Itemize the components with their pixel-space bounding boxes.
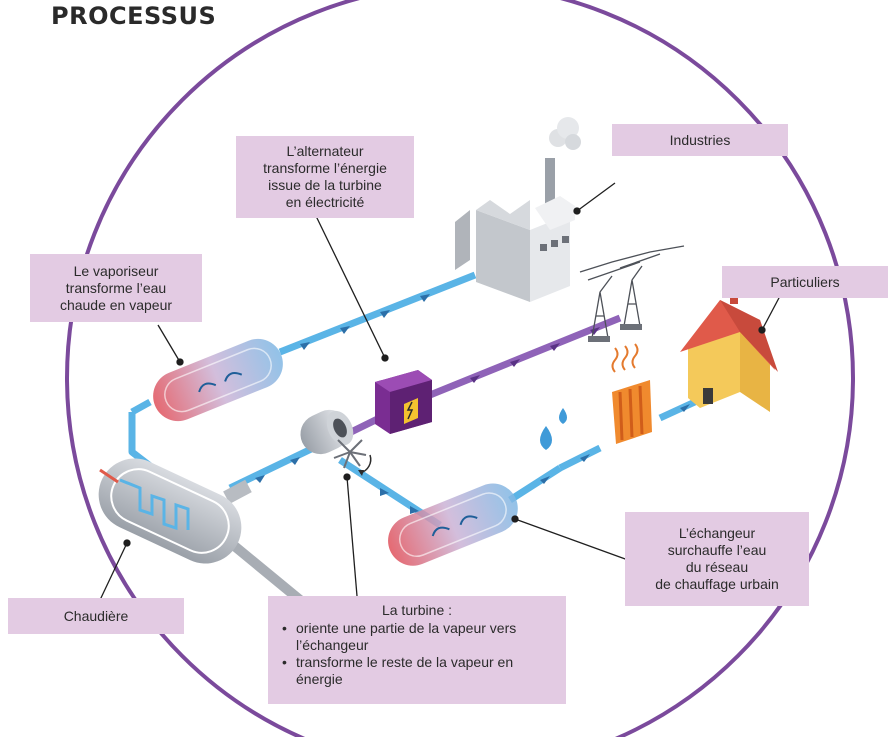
label-particuliers: Particuliers — [722, 266, 888, 298]
label-echangeur-text: L’échangeur surchauffe l’eau du réseau d… — [655, 525, 779, 592]
boiler — [98, 458, 305, 605]
power-pylons — [579, 245, 685, 342]
label-turbine-heading: La turbine : — [381, 602, 453, 618]
label-alternateur: L’alternateur transforme l’énergie issue… — [236, 136, 414, 218]
vaporiser-tank — [153, 338, 283, 422]
label-industries: Industries — [612, 124, 788, 156]
turbine — [300, 409, 372, 476]
electric-flow-arrows — [470, 327, 600, 383]
label-chaudiere-text: Chaudière — [63, 607, 129, 624]
factory — [455, 117, 581, 302]
leader-lines — [99, 182, 781, 601]
label-echangeur: L’échangeur surchauffe l’eau du réseau d… — [625, 512, 809, 606]
label-turbine: La turbine : oriente une partie de la va… — [268, 596, 566, 704]
label-alternateur-text: L’alternateur transforme l’énergie issue… — [263, 143, 387, 210]
label-particuliers-text: Particuliers — [770, 273, 840, 290]
label-vaporiseur-text: Le vaporiseur transforme l’eau chaude en… — [59, 262, 173, 313]
steam-flow-arrows — [255, 294, 690, 514]
label-turbine-item: oriente une partie de la vapeur vers l’é… — [282, 620, 556, 654]
frame-circle — [67, 0, 853, 737]
radiator — [611, 343, 652, 444]
label-turbine-list: oriente une partie de la vapeur vers l’é… — [278, 620, 556, 688]
label-chaudiere: Chaudière — [8, 598, 184, 634]
transformer-box — [375, 370, 432, 434]
label-vaporiseur: Le vaporiseur transforme l’eau chaude en… — [30, 254, 202, 322]
house — [680, 290, 778, 412]
exchanger-tank — [388, 483, 518, 566]
label-turbine-item: transforme le reste de la vapeur en éner… — [282, 654, 556, 688]
page-title: PROCESSUS — [51, 2, 217, 30]
water-drops — [540, 408, 567, 450]
label-industries-text: Industries — [669, 131, 731, 148]
